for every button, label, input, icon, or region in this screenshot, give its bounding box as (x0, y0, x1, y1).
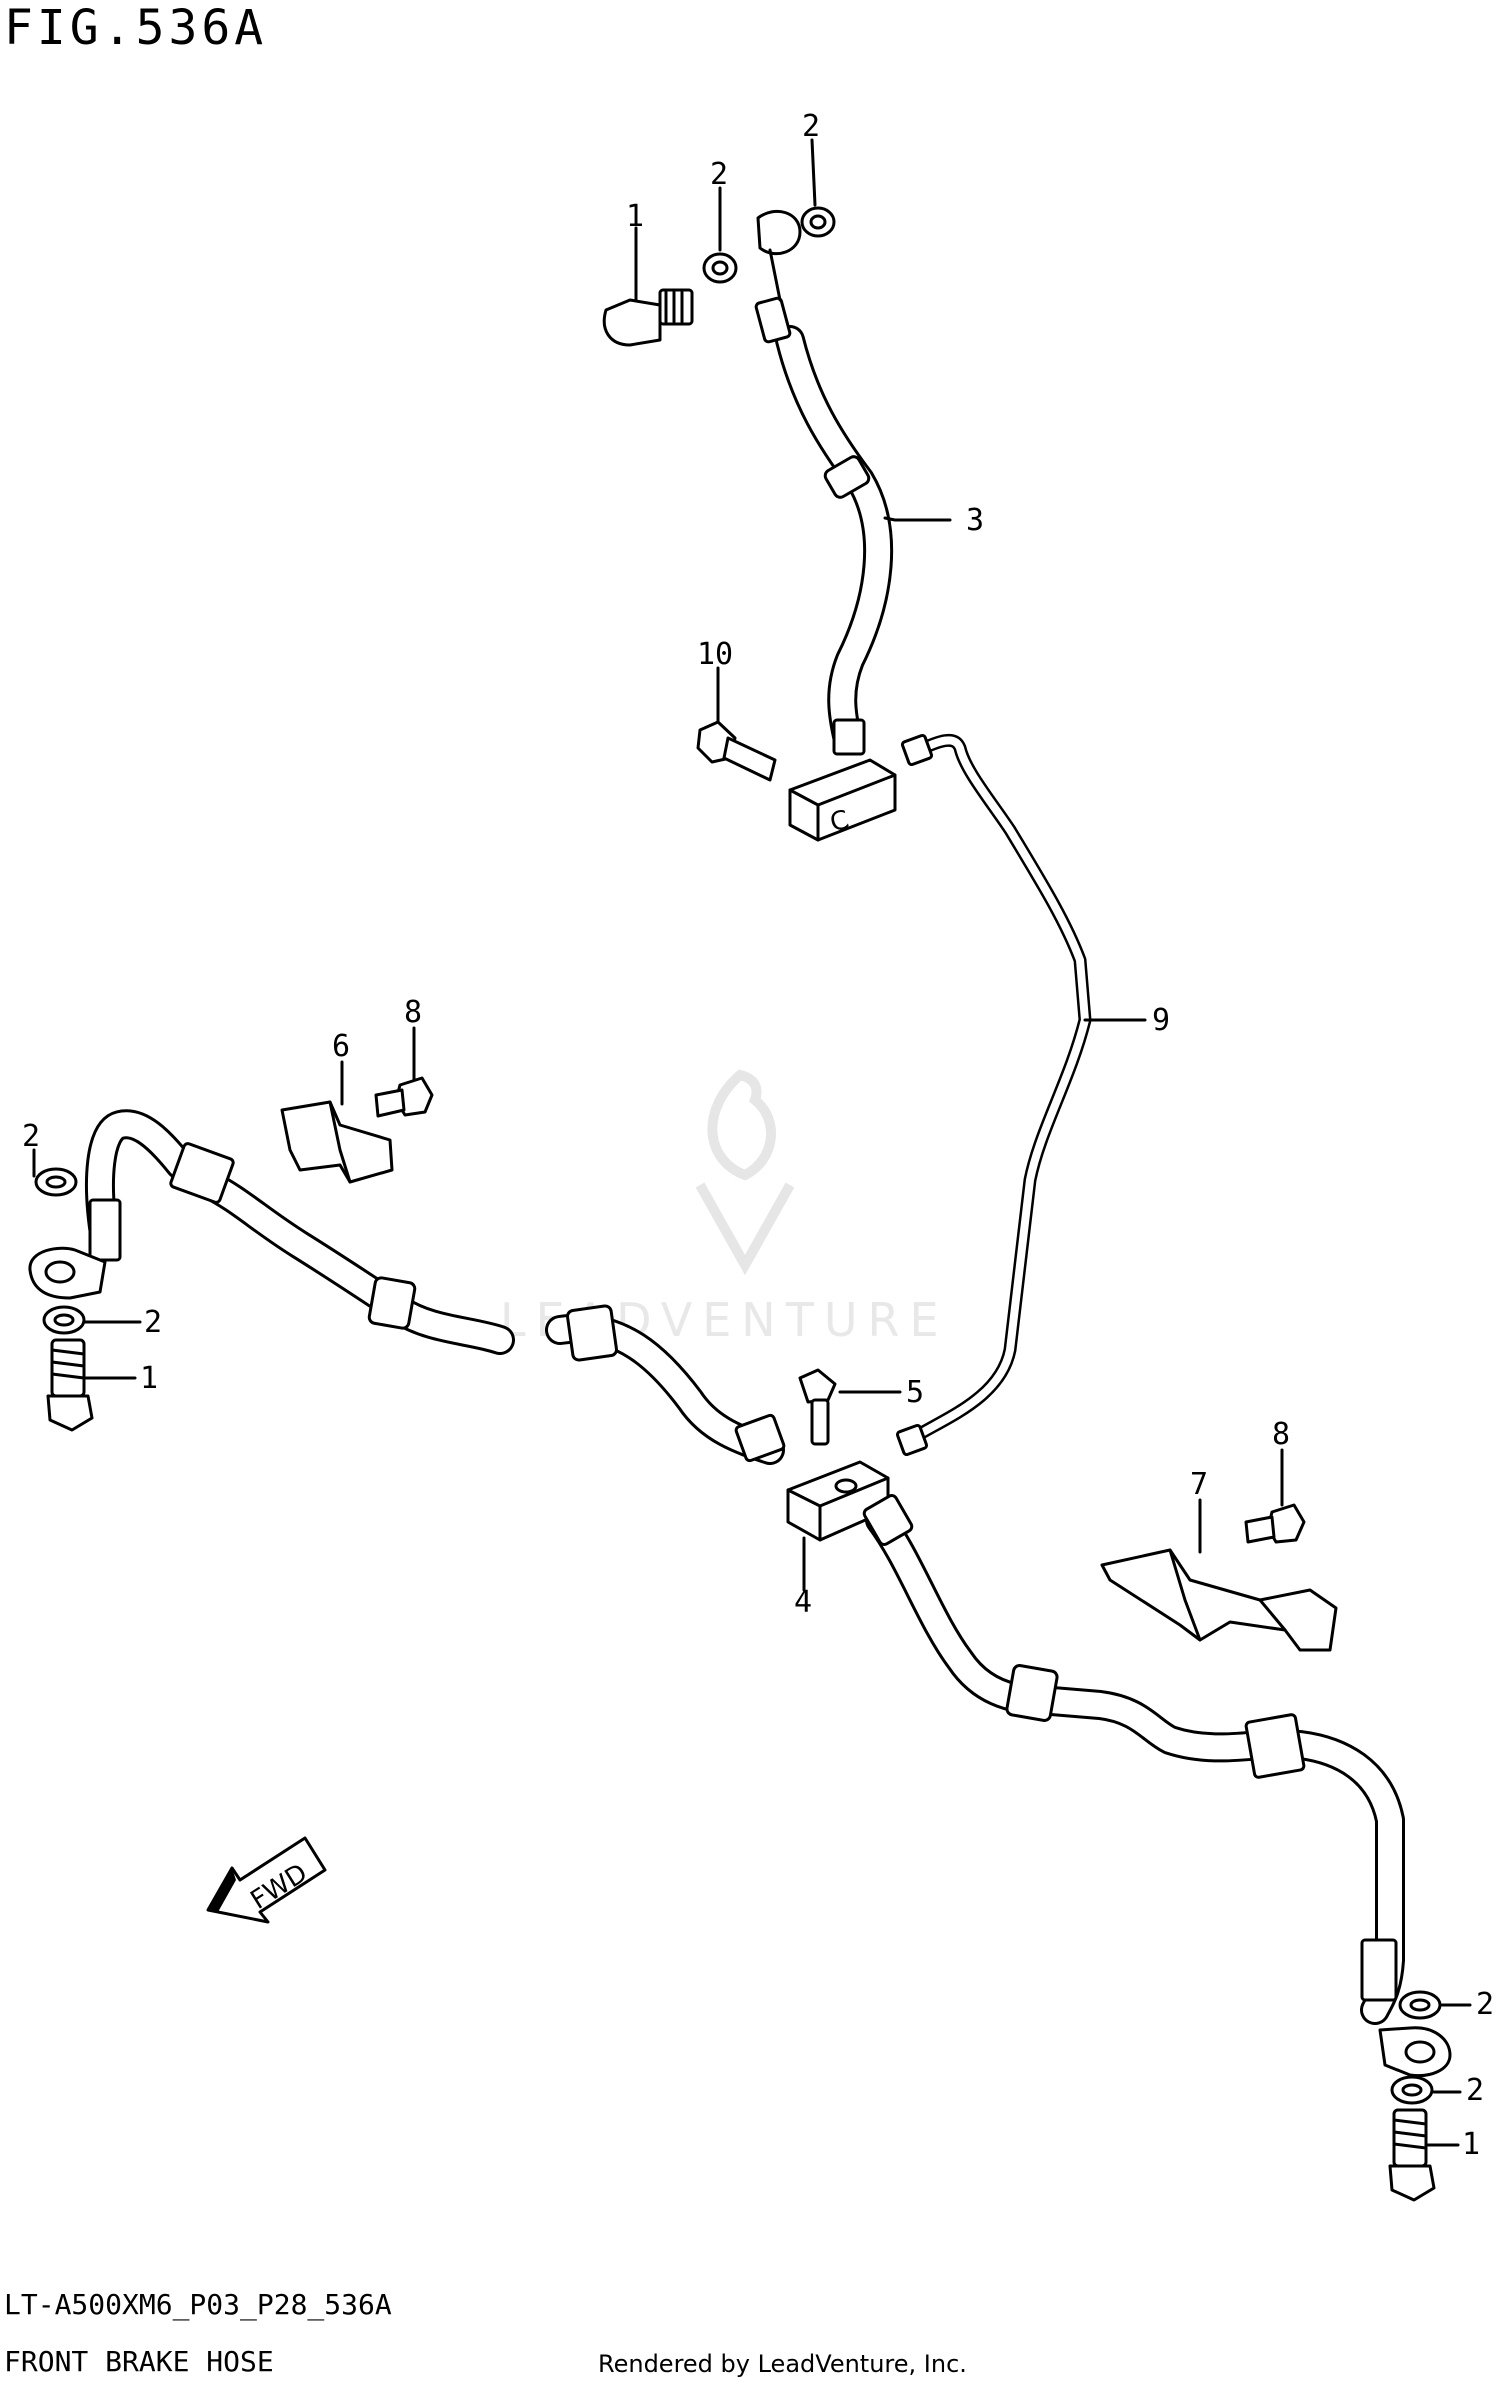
bolt-clamp-left (374, 1076, 434, 1118)
callout-washer-top-a: 2 (710, 157, 728, 192)
callout-union-bolt-right: 1 (1462, 2127, 1480, 2162)
watermark-logo: LEADVENTURE (500, 1069, 939, 1347)
callout-clamp-right: 7 (1190, 1467, 1208, 1502)
callout-union-bolt-left: 1 (140, 1361, 158, 1396)
clamp-right (1100, 1548, 1338, 1652)
bolt-lower-junction (798, 1368, 837, 1446)
callout-brake-pipe: 9 (1152, 1003, 1170, 1038)
callout-washer-left-a: 2 (22, 1119, 40, 1154)
brake-hose-left (85, 1109, 785, 1465)
fwd-arrow: FWD (206, 1836, 327, 1924)
callout-washer-left-b: 2 (144, 1305, 162, 1340)
washer-left-b (42, 1305, 86, 1335)
callout-lower-junction: 4 (794, 1585, 812, 1620)
bolt-clamp-right (1244, 1503, 1306, 1544)
callout-washer-top-b: 2 (802, 109, 820, 144)
diagram-name: FRONT BRAKE HOSE (4, 2345, 274, 2378)
union-bolt-right (1388, 2108, 1436, 2202)
union-bolt-top (602, 288, 694, 347)
diagram-code: LT-A500XM6_P03_P28_536A (4, 2288, 392, 2321)
union-bolt-left (46, 1338, 94, 1432)
callout-washer-right-b: 2 (1466, 2073, 1484, 2108)
washer-top-b (800, 206, 836, 238)
lower-junction (734, 1413, 890, 1542)
brake-hose-upper (754, 209, 894, 756)
banjo-left (28, 1246, 107, 1300)
washer-right-a (1398, 1990, 1442, 2020)
brake-hose-right (862, 1494, 1405, 2025)
callout-labels: 1 2 2 3 10 9 6 8 2 2 1 5 4 8 7 2 2 1 (22, 109, 1494, 2162)
leader-lines (32, 138, 1472, 2147)
callout-clamp-left: 6 (332, 1029, 350, 1064)
upper-junction: C (788, 758, 897, 842)
callout-washer-right-a: 2 (1476, 1987, 1494, 2022)
washer-top-a (702, 252, 738, 284)
callout-union-bolt-top: 1 (626, 199, 644, 234)
bolt-upper-junction (696, 720, 777, 782)
washer-left-a (34, 1167, 78, 1197)
callout-bolt-lower-junction: 5 (906, 1375, 924, 1410)
render-credit: Rendered by LeadVenture, Inc. (598, 2350, 967, 2378)
callout-bolt-clamp-right: 8 (1272, 1417, 1290, 1452)
callout-bolt-upper-junction: 10 (697, 637, 733, 672)
banjo-right (1378, 2026, 1452, 2078)
brake-pipe (895, 733, 1092, 1457)
figure-title: FIG.536A (4, 0, 268, 56)
clamp-left (280, 1100, 394, 1184)
washer-right-b (1390, 2075, 1434, 2105)
callout-bolt-clamp-left: 8 (404, 995, 422, 1030)
callout-brake-hose-upper: 3 (966, 503, 984, 538)
